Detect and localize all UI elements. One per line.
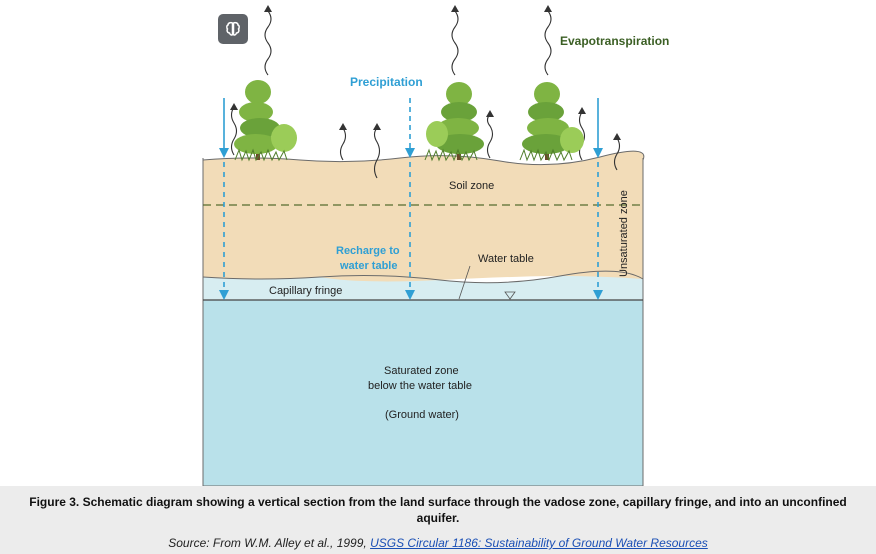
precipitation-arrows [219,98,603,300]
evapotranspiration-label: Evapotranspiration [560,34,669,48]
capillary-fringe-label: Capillary fringe [269,285,342,297]
saturated-zone [202,299,644,486]
figure-caption: Figure 3. Schematic diagram showing a ve… [0,486,876,554]
precipitation-label: Precipitation [350,75,423,89]
water-table-leader [458,265,471,300]
recharge-label-line1: Recharge to [336,245,400,257]
source-link[interactable]: USGS Circular 1186: Sustainability of Gr… [370,536,708,550]
caption-source: Source: From W.M. Alley et al., 1999, US… [0,536,876,550]
water-table-marker [504,291,516,300]
tree-left [234,80,297,162]
caption-title: Figure 3. Schematic diagram showing a ve… [29,495,847,525]
recharge-label-line2: water table [339,260,397,272]
groundwater-diagram: Evapotranspiration Precipitation Soil zo… [202,5,669,486]
soil-zone-label: Soil zone [449,180,494,192]
unsaturated-zone-band [203,151,644,282]
brain-icon [226,21,240,36]
tree-middle [424,82,484,162]
capillary-fringe-band [203,271,643,300]
ai-assistant-button[interactable] [218,14,248,44]
water-table-line [202,270,644,284]
source-text: Source: From W.M. Alley et al., 1999, [168,536,371,550]
tree-right [519,82,584,162]
ground-water-label: (Ground water) [385,409,459,421]
saturated-zone-label-line1: Saturated zone [384,365,459,377]
water-table-label: Water table [478,253,534,265]
unsaturated-zone-label: Unsaturated zone [618,190,630,277]
saturated-zone-label-line2: below the water table [368,380,472,392]
evapotranspiration-arrows [230,10,621,179]
